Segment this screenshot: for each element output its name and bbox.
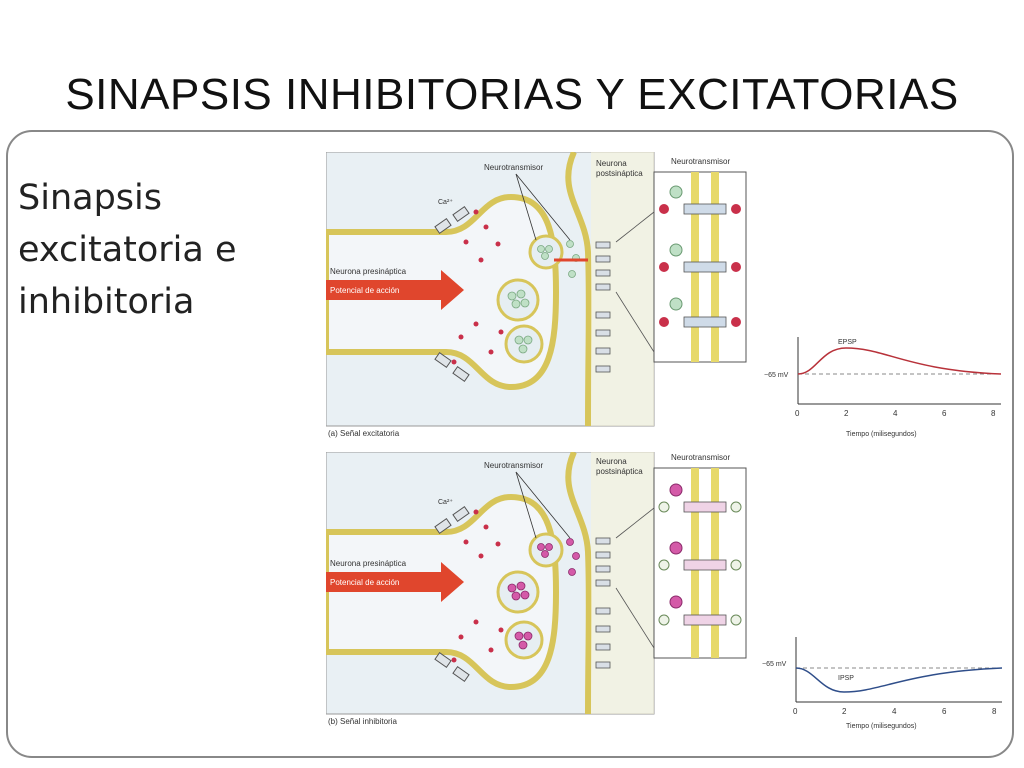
calcium-channels	[434, 206, 470, 382]
excitatory-synapse-diagram: Neurona presináptica Potencial de acción…	[326, 152, 1002, 438]
action-potential-arrow	[326, 562, 464, 602]
calcium-ions	[451, 209, 504, 365]
tick-label: 4	[892, 707, 897, 716]
zoom-connector	[615, 587, 655, 649]
label-postsynaptic-1: Neurona	[596, 159, 627, 168]
excitatory-neurotransmitter-cluster	[507, 240, 580, 354]
baseline-label: −65 mV	[764, 372, 789, 379]
zoom-label-neurotransmitter: Neurotransmisor	[671, 157, 730, 166]
panel-b-caption: (b) Señal inhibitoria	[328, 717, 397, 726]
postsynaptic-membrane	[565, 452, 592, 715]
action-potential-arrow	[326, 270, 464, 310]
calcium-channels	[434, 506, 470, 682]
leader-line	[515, 471, 537, 539]
ipsp-label: IPSP	[838, 675, 854, 682]
tick-label: 4	[893, 409, 898, 418]
baseline-label: −65 mV	[762, 661, 787, 668]
zoom-connector	[615, 291, 655, 353]
leader-line	[515, 173, 537, 241]
side-label-line: Sinapsis	[18, 178, 162, 218]
slide-title: SINAPSIS INHIBITORIAS Y EXCITATORIAS	[65, 70, 959, 119]
leader-line	[515, 471, 571, 539]
calcium-ions	[451, 509, 504, 663]
label-calcium: Ca²⁺	[438, 499, 453, 506]
epsp-trace	[797, 347, 1002, 375]
synaptic-vesicle	[528, 234, 564, 270]
ipsp-trace	[795, 667, 1003, 693]
synaptic-vesicle	[496, 570, 540, 614]
postsynaptic-membrane	[565, 152, 592, 427]
label-postsynaptic-2: postsináptica	[596, 467, 643, 476]
side-label: Sinapsis excitatoria e inhibitoria	[18, 172, 237, 328]
label-action-potential: Potencial de acción	[330, 578, 399, 587]
synaptic-vesicle	[528, 532, 564, 568]
label-postsynaptic-1: Neurona	[596, 457, 627, 466]
label-neurotransmitter: Neurotransmisor	[484, 461, 543, 470]
x-axis-label: Tiempo (milisegundos)	[846, 723, 917, 730]
synaptic-vesicle	[504, 324, 544, 364]
leader-line	[515, 173, 571, 241]
postsynaptic-receptors	[595, 537, 611, 669]
label-action-potential: Potencial de acción	[330, 286, 399, 295]
epsp-graph: EPSP −65 mV 0 2 4 6 8 Tiempo (milisegund…	[764, 337, 1002, 438]
inhibitory-neurotransmitter-cluster	[507, 538, 580, 650]
tick-label: 0	[795, 409, 800, 418]
label-presynaptic: Neurona presináptica	[330, 559, 407, 568]
inhibitory-synapse-diagram: Neurona presináptica Potencial de acción…	[326, 452, 1003, 730]
ipsp-graph: IPSP −65 mV 0 2 4 6 8 Tiempo (milisegund…	[762, 637, 1003, 730]
tick-label: 2	[844, 409, 849, 418]
synaptic-vesicle	[496, 278, 540, 322]
tick-label: 6	[942, 409, 947, 418]
zoom-label-neurotransmitter: Neurotransmisor	[671, 453, 730, 462]
zoom-connector	[615, 507, 655, 539]
epsp-label: EPSP	[838, 339, 857, 346]
tick-label: 8	[992, 707, 997, 716]
zoom-connector	[615, 211, 655, 243]
side-label-line: excitatoria e	[18, 230, 237, 270]
side-label-line: inhibitoria	[18, 282, 195, 322]
synaptic-vesicle	[504, 620, 544, 660]
label-postsynaptic-2: postsináptica	[596, 169, 643, 178]
tick-label: 0	[793, 707, 798, 716]
postsynaptic-receptors	[595, 241, 611, 373]
panel-a-caption: (a) Señal excitatoria	[328, 429, 400, 438]
zoom-receptors	[658, 483, 742, 626]
label-calcium: Ca²⁺	[438, 199, 453, 206]
x-axis-label: Tiempo (milisegundos)	[846, 431, 917, 438]
tick-label: 8	[991, 409, 996, 418]
label-presynaptic: Neurona presináptica	[330, 267, 407, 276]
zoom-receptors	[659, 185, 741, 328]
tick-label: 6	[942, 707, 947, 716]
label-neurotransmitter: Neurotransmisor	[484, 163, 543, 172]
tick-label: 2	[842, 707, 847, 716]
